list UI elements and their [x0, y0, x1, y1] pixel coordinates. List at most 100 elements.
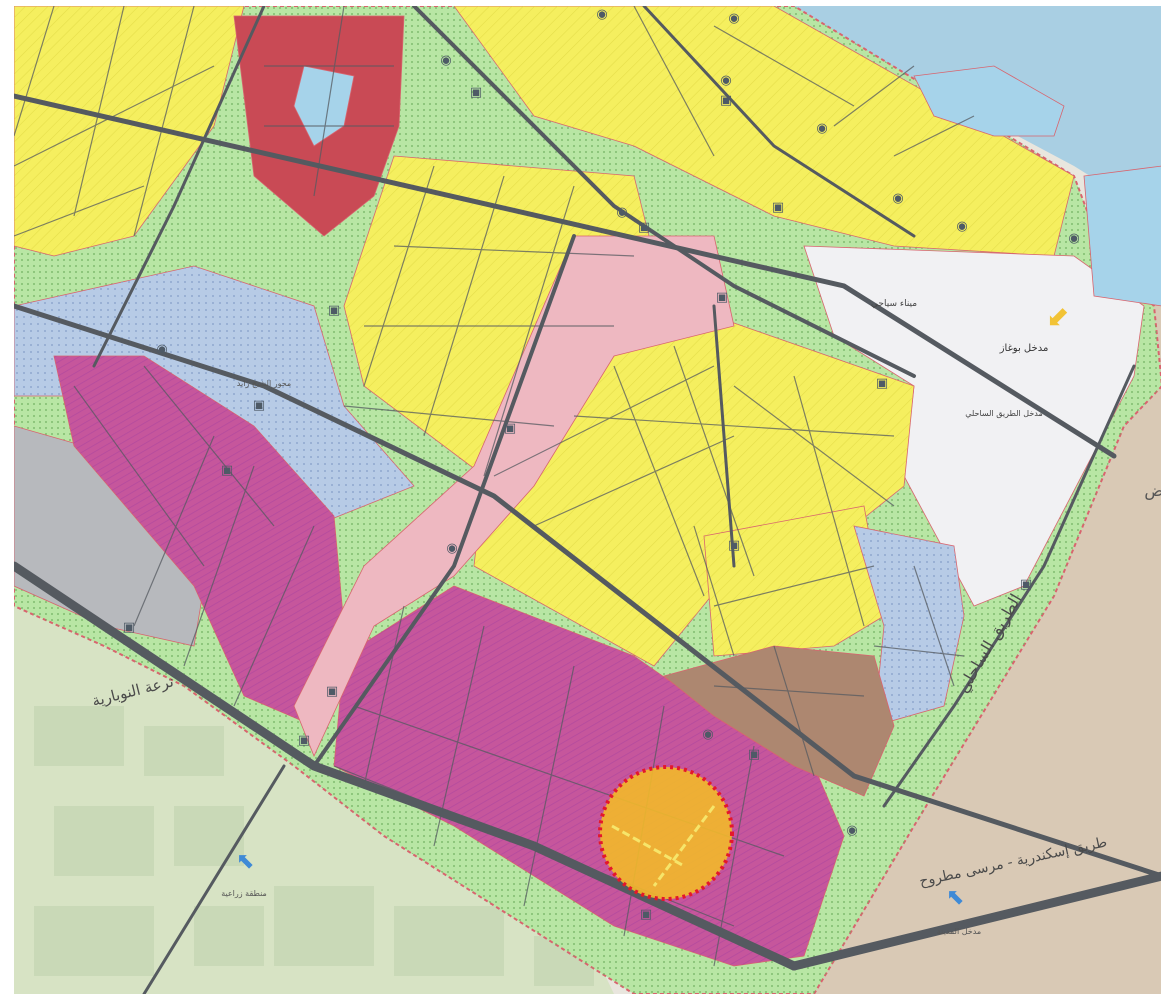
road-coast-loop	[642, 6, 916, 238]
label-beach-road: مدخل الطريق الساحلي	[965, 409, 1043, 418]
bus-stop-icon: ▣	[640, 907, 652, 922]
bus-stop-icon: ▣	[1020, 577, 1032, 592]
label-farm-right: مدخل المدينة	[937, 927, 981, 936]
road-central-axis	[312, 234, 576, 768]
bus-stop-icon: ▣	[123, 620, 135, 635]
road-south-link	[142, 764, 286, 994]
block-line	[613, 365, 705, 597]
block-line	[73, 6, 125, 217]
residential-zone-coast-texture	[454, 6, 1074, 256]
block-line	[14, 6, 55, 137]
residential-zone-nw-texture	[14, 6, 244, 256]
bus-stop-icon: ▣	[772, 200, 784, 215]
bus-stop-icon: ▣	[504, 421, 516, 436]
industrial-zone-west-texture	[54, 356, 344, 726]
road-main-diagonal	[14, 303, 1161, 879]
poi-icon: ◉	[596, 7, 607, 22]
label-port-area: ميناء سياحي	[871, 299, 917, 309]
block-line	[533, 435, 735, 527]
poi-icon: ◉	[702, 727, 713, 742]
block-line	[573, 415, 895, 437]
block-line	[833, 65, 915, 127]
bus-stop-icon: ▣	[638, 220, 650, 235]
label-road-mid: محور الشيخ زايد	[237, 379, 291, 388]
poi-icon: ◉	[440, 53, 451, 68]
land-use-zones	[14, 6, 1161, 994]
label-farm-left: منطقة زراعية	[221, 889, 267, 898]
block-line	[713, 745, 755, 967]
block-line	[183, 465, 255, 667]
block-line	[14, 65, 215, 167]
poi-icon: ◉	[1068, 231, 1079, 246]
bus-stop-icon: ▣	[470, 85, 482, 100]
block-line	[793, 375, 865, 627]
bus-stop-icon: ▣	[720, 93, 732, 108]
road-west-link	[92, 6, 266, 368]
block-line	[143, 365, 275, 527]
block-line	[893, 115, 975, 157]
block-line	[913, 565, 955, 687]
block-line	[233, 525, 315, 707]
farm-plot	[394, 906, 504, 976]
lake-far-east	[1083, 165, 1161, 307]
road-highway-east	[789, 871, 1161, 971]
services-spine	[293, 235, 735, 758]
block-line	[14, 185, 145, 237]
poi-icon: ◉	[892, 191, 903, 206]
block-line	[523, 665, 575, 907]
road-coastal-inner	[14, 93, 1117, 459]
blue-zone-west-texture	[14, 266, 414, 526]
block-line	[343, 405, 555, 427]
block-line	[483, 185, 575, 477]
block-line	[133, 435, 215, 627]
block-line	[493, 365, 715, 477]
block-line	[133, 6, 195, 237]
farm-plot	[144, 726, 224, 776]
poi-icon: ◉	[446, 541, 457, 556]
blue-zone-east-texture	[854, 526, 964, 726]
road-east-boundary	[882, 364, 1136, 808]
lake-east	[913, 65, 1065, 137]
label-port-sub: مدخل بوغاز	[999, 343, 1049, 354]
poi-icon: ◉	[720, 73, 731, 88]
farm-plot	[34, 906, 154, 976]
block-line	[873, 645, 965, 657]
farm-plots	[34, 706, 594, 986]
bus-stop-icon: ▣	[253, 398, 265, 413]
site-internal-roads	[611, 805, 716, 887]
brown-zone	[663, 645, 895, 797]
poi-icon: ◉	[616, 205, 627, 220]
bus-stop-icon: ▣	[716, 290, 728, 305]
land-use-map[interactable]: ميناء سياحي مدخل بوغاز مدخل الطريق الساح…	[14, 6, 1161, 994]
block-line	[333, 765, 735, 927]
bus-stop-icon: ▣	[326, 684, 338, 699]
poi-icon: ◉	[846, 823, 857, 838]
poi-icon: ◉	[956, 219, 967, 234]
entry-arrow-icon-left: ⬉	[236, 849, 254, 874]
bus-stop-icon: ▣	[298, 733, 310, 748]
entry-arrow-icon-right: ⬉	[946, 885, 964, 910]
block-line	[633, 6, 715, 157]
map-canvas: ميناء سياحي مدخل بوغاز مدخل الطريق الساح…	[14, 6, 1161, 994]
farm-plot	[54, 806, 154, 876]
label-edge: ض	[1144, 481, 1161, 501]
site-highlight-marker[interactable]	[598, 765, 734, 901]
road-east-axis	[712, 304, 736, 568]
poi-icon: ◉	[156, 342, 167, 357]
road-desert-highway	[14, 561, 799, 971]
poi-icon: ◉	[816, 121, 827, 136]
bus-stop-icon: ▣	[728, 538, 740, 553]
bus-stop-icon: ▣	[876, 376, 888, 391]
block-line	[313, 6, 345, 197]
road-network	[14, 6, 1161, 994]
farm-plot	[174, 806, 244, 866]
block-line	[73, 385, 205, 567]
bus-stop-icon: ▣	[748, 747, 760, 762]
poi-icons: ◉◉▣◉▣◉▣◉◉◉◉▣▣▣◉▣▣▣◉▣▣▣▣▣▣◉▣◉▣◉	[123, 7, 1080, 922]
block-line	[713, 685, 865, 697]
sea	[774, 6, 1161, 221]
block-line	[673, 345, 755, 577]
block-line	[423, 175, 505, 437]
block-line	[693, 525, 735, 657]
farm-plot	[34, 706, 124, 766]
